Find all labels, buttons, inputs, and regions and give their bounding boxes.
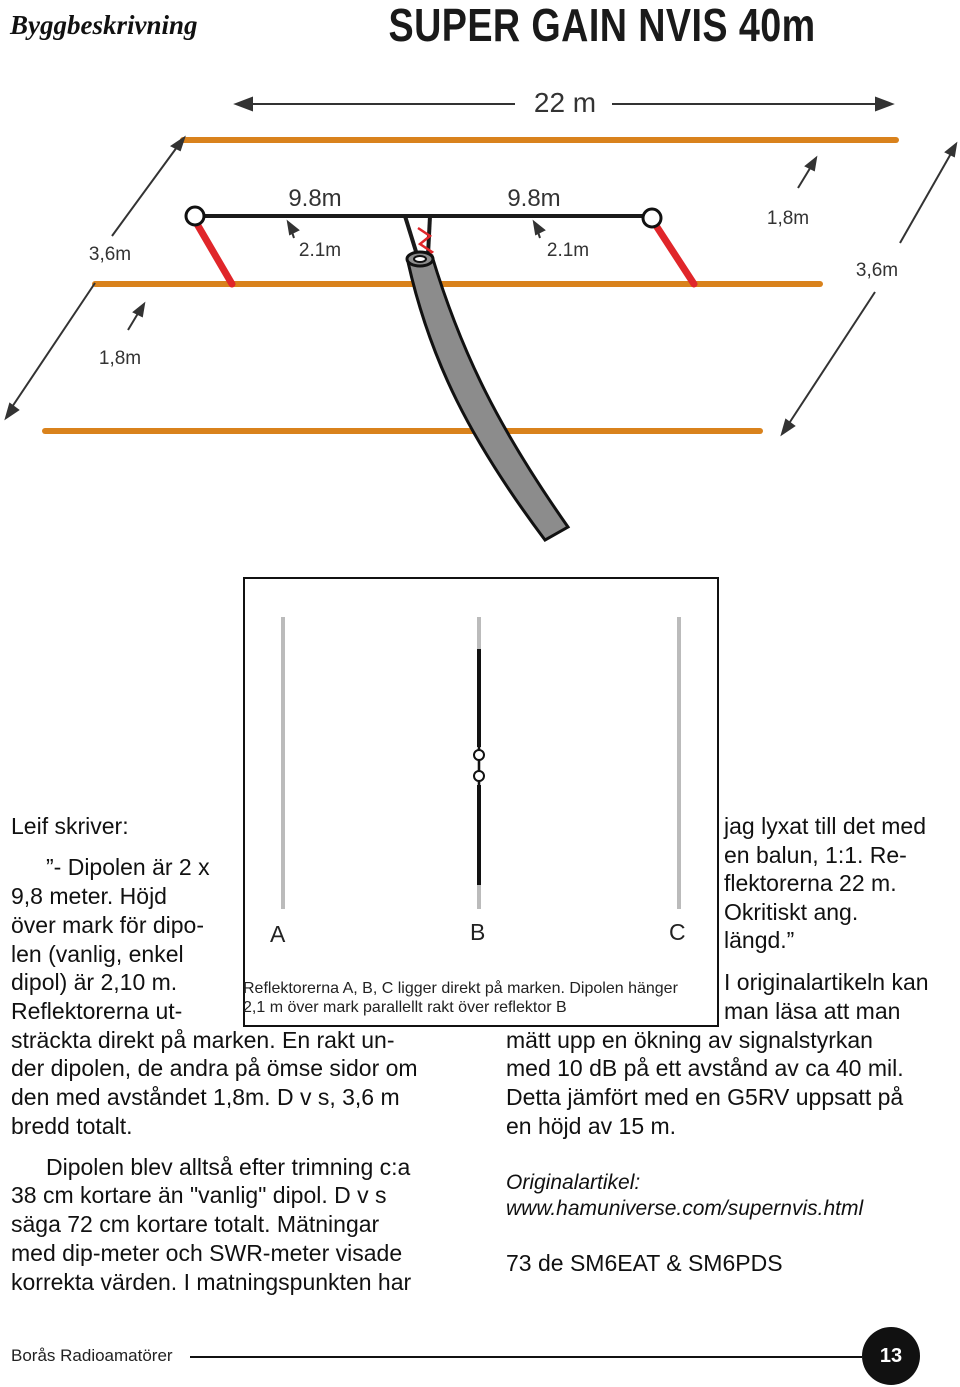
paragraph-line: en höjd av 15 m. <box>506 1113 677 1139</box>
left-insulator-icon <box>184 205 206 227</box>
paragraph-line: mätt upp en ökning av signalstyrkan <box>506 1027 873 1053</box>
antenna-diagram: 22 m 9.8m 9.8m 2.1m 2.1m <box>4 87 958 542</box>
source-link[interactable]: www.hamuniverse.com/supernvis.html <box>506 1197 864 1220</box>
paragraph: Leif skriver: <box>11 813 129 839</box>
paragraph-line: en balun, 1:1. Re- <box>724 842 907 868</box>
drop-arrows <box>286 219 546 239</box>
feedline <box>405 250 571 542</box>
feed-insulator-icon <box>473 749 485 761</box>
overall-length-arrow <box>233 96 895 112</box>
paragraph-line: I originalartikeln kan <box>724 969 929 995</box>
left-arm-label: 9.8m <box>288 185 341 212</box>
signoff: 73 de SM6EAT & SM6PDS <box>506 1250 783 1276</box>
reflector-caption-line1: Reflektorerna A, B, C ligger direkt på m… <box>243 980 678 997</box>
right-width-label: 3,6m <box>856 260 898 281</box>
reflector-b-label: B <box>470 919 486 945</box>
paragraph-line: över mark för dipo- <box>11 912 205 938</box>
paragraph-line: Detta jämfört med en G5RV uppsatt på <box>506 1084 904 1110</box>
paragraph-line: 38 cm kortare än "vanlig" dipol. D v s <box>11 1182 387 1208</box>
paragraph-line: der dipolen, de andra på ömse sidor om <box>11 1055 418 1081</box>
left-width-arrows <box>4 135 186 421</box>
paragraph-line: sträckta direkt på marken. En rakt un- <box>11 1027 395 1053</box>
paragraph-line: flektorerna 22 m. <box>724 870 897 896</box>
reflector-diagram <box>281 617 681 909</box>
paragraph-line: jag lyxat till det med <box>724 813 926 839</box>
right-spacing-label: 1,8m <box>767 208 809 229</box>
paragraph-line: Okritiskt ang. <box>724 899 859 925</box>
paragraph-line: dipol) är 2,10 m. <box>11 969 178 995</box>
paragraph-line: bredd totalt. <box>11 1113 133 1139</box>
reflector-lines <box>42 137 899 434</box>
reflector-c-label: C <box>669 919 686 945</box>
paragraph-line: korrekta värden. I matningspunkten har <box>11 1269 412 1295</box>
page-title: SUPER GAIN NVIS 40m <box>388 0 816 51</box>
paragraph-line: den med avståndet 1,8m. D v s, 3,6 m <box>11 1084 400 1110</box>
left-spacing-label: 1,8m <box>99 348 141 369</box>
paragraph-line: 9,8 meter. Höjd <box>11 883 167 909</box>
footer-rule <box>190 1356 862 1358</box>
overall-length-label: 22 m <box>534 87 596 118</box>
reflector-caption-line2: 2,1 m över mark parallellt rakt över ref… <box>243 999 567 1016</box>
right-arm-label: 9.8m <box>507 185 560 212</box>
right-insulator-icon <box>641 207 663 229</box>
feed-insulator-icon <box>473 770 485 782</box>
left-drop-label: 2.1m <box>299 240 341 261</box>
paragraph-line: len (vanlig, enkel <box>11 941 184 967</box>
paragraph-line: säga 72 cm kortare totalt. Mätningar <box>11 1211 380 1237</box>
right-drop-label: 2.1m <box>547 240 589 261</box>
paragraph-line: man läsa att man <box>724 998 901 1024</box>
reflector-diagram-box: A B C Reflektorerna A, B, C ligger direk… <box>243 577 719 1027</box>
paragraph-line: med 10 dB på ett avstånd av ca 40 mil. <box>506 1055 904 1081</box>
paragraph-line: med dip-meter och SWR-meter visade <box>11 1240 403 1266</box>
section-title: Byggbeskrivning <box>10 10 198 40</box>
source-label: Originalartikel: <box>506 1171 641 1194</box>
drop-lines <box>193 220 698 288</box>
paragraph-line: Dipolen blev alltså efter trimning c:a <box>46 1154 411 1180</box>
page-number-badge: 13 <box>862 1327 920 1385</box>
paragraph-line: Reflektorerna ut- <box>11 998 183 1024</box>
reflector-a-label: A <box>270 921 286 947</box>
paragraph-line: längd.” <box>724 927 795 953</box>
paragraph-line: ”- Dipolen är 2 x <box>46 854 210 880</box>
right-width-arrows <box>780 141 958 437</box>
left-width-label: 3,6m <box>89 244 131 265</box>
footer-publisher: Borås Radioamatörer <box>11 1346 173 1365</box>
